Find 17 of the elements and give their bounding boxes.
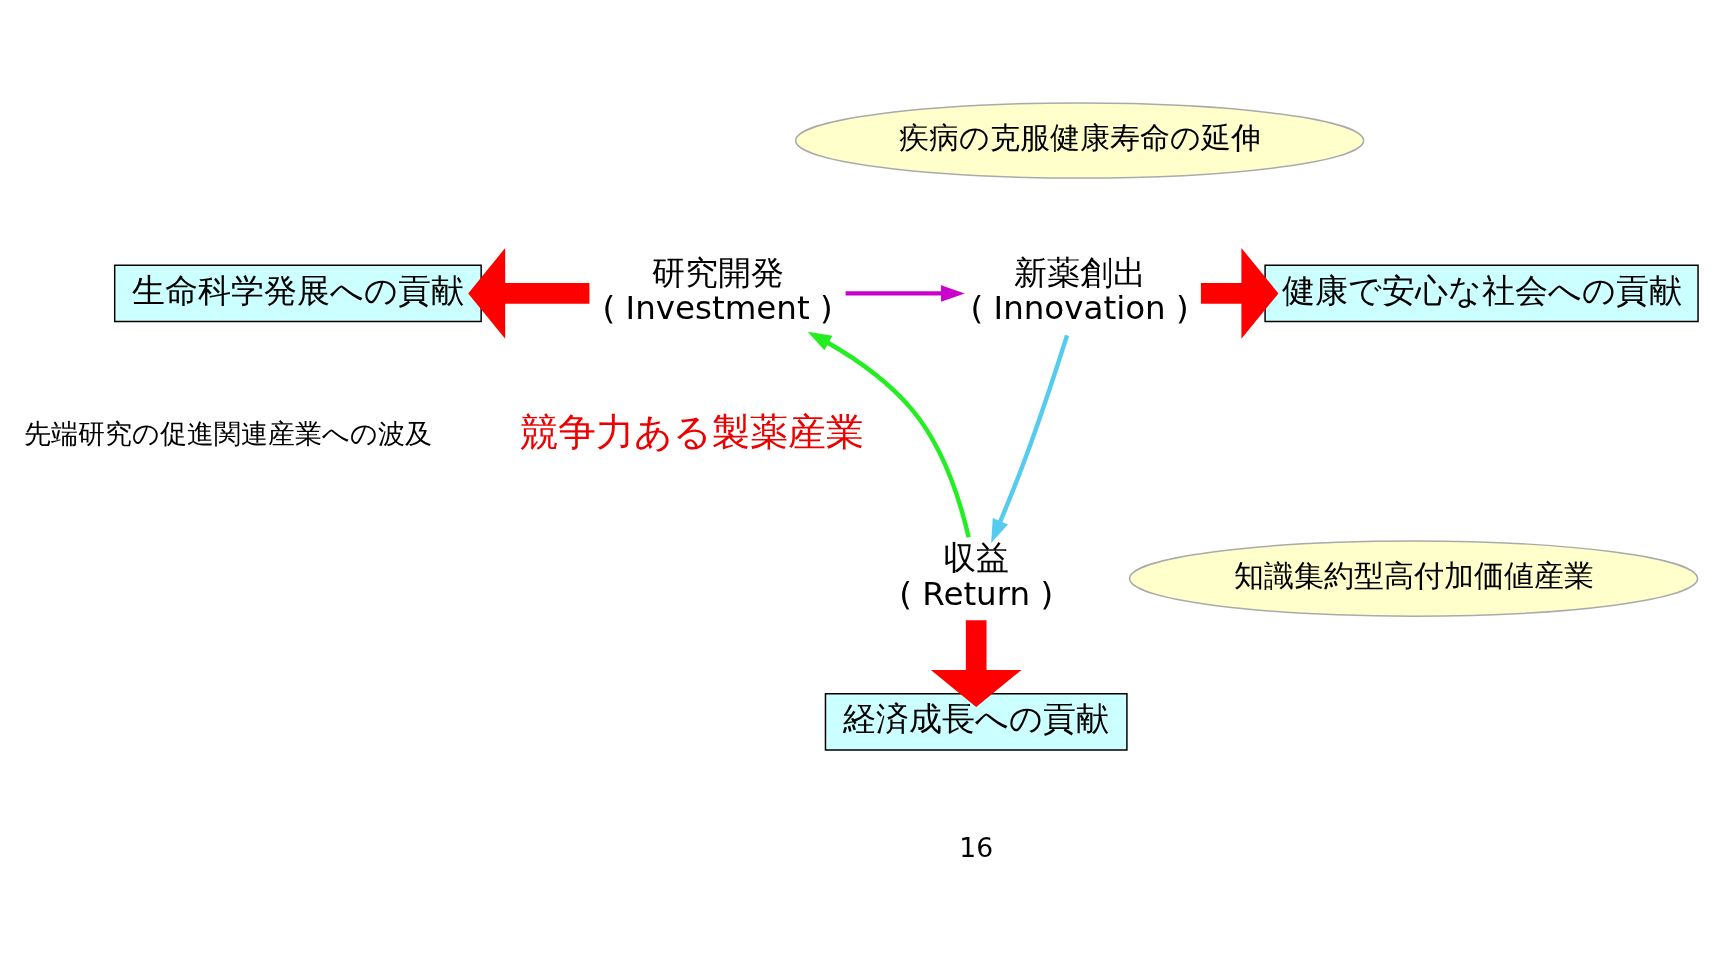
node-text: 収益 ( Return ) bbox=[899, 539, 1054, 613]
arrow bbox=[468, 248, 590, 339]
arrow bbox=[845, 285, 965, 302]
node-box: 生命科学発展への貢献 bbox=[113, 264, 482, 323]
arrow bbox=[991, 334, 1070, 544]
arrow bbox=[930, 620, 1022, 707]
node-text: 研究開発 ( Investment ) bbox=[602, 253, 833, 328]
node-box: 健康で安心な社会への貢献 bbox=[1264, 264, 1699, 323]
node-text: 新薬創出 ( Innovation ) bbox=[970, 253, 1189, 328]
arrow bbox=[807, 331, 971, 538]
label: 競争力ある製薬産業 bbox=[520, 409, 865, 455]
label: 16 bbox=[959, 831, 994, 863]
arrow bbox=[1200, 248, 1279, 339]
node-ellipse: 疾病の克服健康寿命の延伸 bbox=[794, 102, 1365, 179]
node-ellipse: 知識集約型高付加価値産業 bbox=[1128, 540, 1699, 617]
node-box: 経済成長への貢献 bbox=[824, 693, 1128, 751]
label: 先端研究の促進関連産業への波及 bbox=[24, 417, 433, 449]
